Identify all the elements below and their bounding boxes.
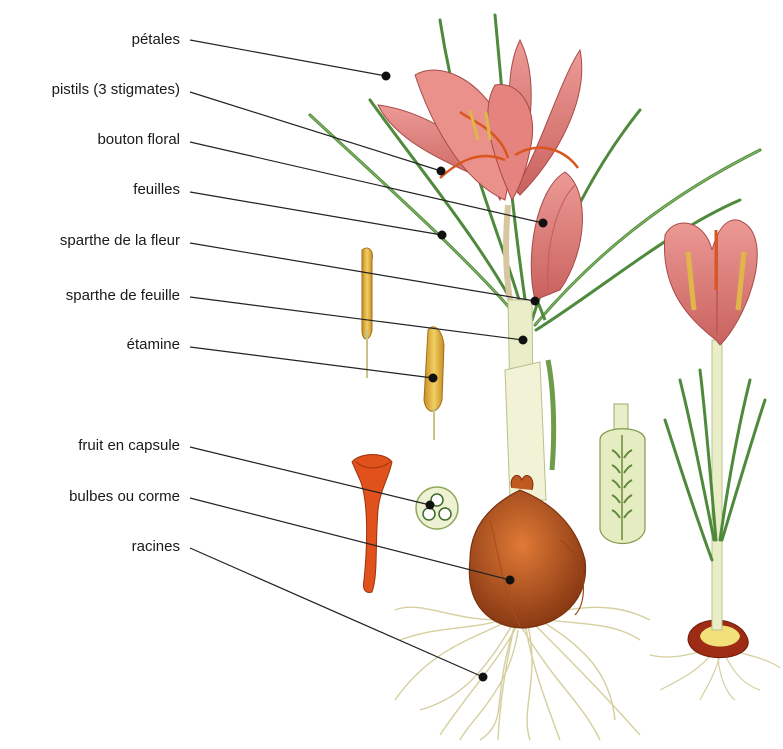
leader-line-racines — [190, 548, 483, 677]
leader-dot-feuilles — [438, 231, 447, 240]
leader-dot-etamine — [429, 374, 438, 383]
label-bulbes-corme: bulbes ou corme — [69, 488, 180, 506]
label-bouton-floral: bouton floral — [97, 131, 180, 149]
label-sparthe-feuille: sparthe de feuille — [66, 287, 180, 305]
leader-dot-bulbes-corme — [506, 576, 515, 585]
stigma-loose — [352, 455, 392, 593]
leader-dot-fruit-capsule — [426, 501, 435, 510]
capsule-longitudinal-section — [600, 404, 645, 544]
label-petales: pétales — [132, 31, 180, 49]
leader-dot-sparthe-feuille — [519, 336, 528, 345]
leader-dot-bouton-floral — [539, 219, 548, 228]
leader-line-bulbes-corme — [190, 498, 510, 580]
leader-line-etamine — [190, 347, 433, 378]
leader-line-petales — [190, 40, 386, 76]
label-sparthe-fleur: sparthe de la fleur — [60, 232, 180, 250]
corm-bulb — [469, 475, 585, 628]
leader-line-fruit-capsule — [190, 447, 430, 505]
leader-dot-racines — [479, 673, 488, 682]
leader-dot-pistils — [437, 167, 446, 176]
capsule-cross-section — [416, 487, 458, 529]
label-fruit-capsule: fruit en capsule — [78, 437, 180, 455]
label-racines: racines — [132, 538, 180, 556]
leader-dot-petales — [382, 72, 391, 81]
stamen-loose-2 — [424, 327, 444, 440]
label-pistils: pistils (3 stigmates) — [52, 81, 180, 99]
leader-line-sparthe-feuille — [190, 297, 523, 340]
flower-bud — [531, 172, 582, 320]
leader-line-feuilles — [190, 192, 442, 235]
stamen-loose-1 — [362, 248, 372, 378]
secondary-plant — [650, 220, 780, 700]
label-feuilles: feuilles — [133, 181, 180, 199]
leader-dot-sparthe-fleur — [531, 297, 540, 306]
label-etamine: étamine — [127, 336, 180, 354]
